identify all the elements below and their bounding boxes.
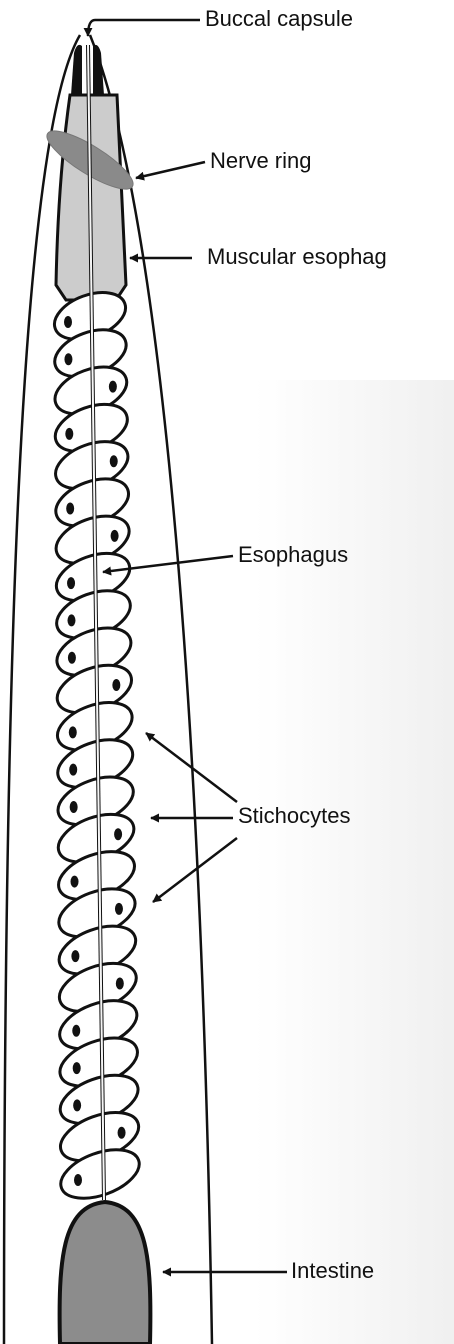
stichocyte-nucleus [112, 679, 120, 691]
stichocyte-nucleus [73, 1062, 81, 1074]
stichocyte-nucleus [114, 828, 122, 840]
stichocyte-nucleus [109, 381, 117, 393]
stichocyte-nucleus [72, 1025, 80, 1037]
label-intestine: Intestine [291, 1258, 374, 1284]
stichocyte-nucleus [69, 726, 77, 738]
stichocyte-nucleus [69, 764, 77, 776]
stichocyte-nucleus [115, 903, 123, 915]
stichocyte-nucleus [67, 577, 75, 589]
stichocyte-nucleus [73, 1099, 81, 1111]
stichocyte-nucleus [116, 977, 124, 989]
label-esophagus: Esophagus [238, 542, 348, 568]
stichocyte-nucleus [70, 801, 78, 813]
arrow-nerve-ring [136, 162, 205, 178]
stichocyte-nucleus [67, 614, 75, 626]
intestine [60, 1202, 151, 1344]
label-stichocytes: Stichocytes [238, 803, 351, 829]
stichocyte-nucleus [68, 652, 76, 664]
arrow-stichocytes-lower [153, 838, 237, 902]
label-nerve-ring: Nerve ring [210, 148, 311, 174]
arrow-buccal-capsule [88, 20, 200, 36]
stichocyte-nucleus [65, 428, 73, 440]
label-buccal-capsule: Buccal capsule [205, 6, 353, 32]
stichocyte-nucleus [71, 876, 79, 888]
stichocyte-nucleus [66, 503, 74, 515]
stichocyte-nucleus [64, 353, 72, 365]
label-muscular-esophagus: Muscular esophag [207, 244, 387, 270]
stichocyte-nucleus [71, 950, 79, 962]
stichocyte-nucleus [110, 455, 118, 467]
stichocyte-nucleus [64, 316, 72, 328]
stichocyte-nucleus [74, 1174, 82, 1186]
stichocyte-nucleus [118, 1127, 126, 1139]
stichocyte-nucleus [111, 530, 119, 542]
